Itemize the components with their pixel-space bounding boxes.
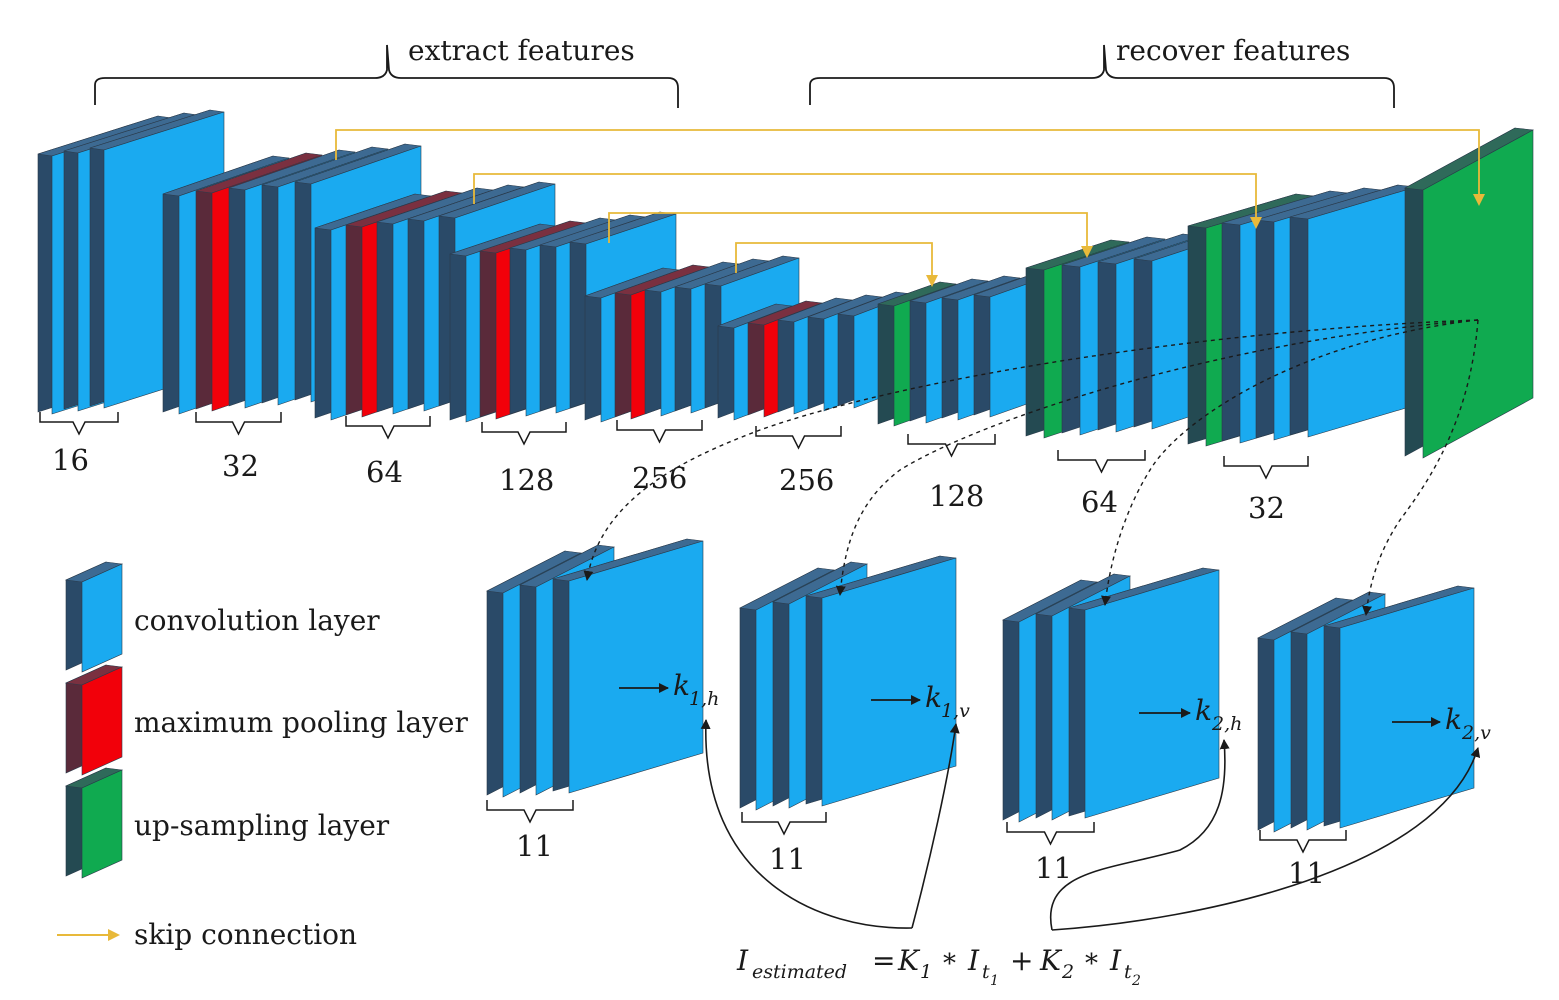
kernel-output-k1v: k 1,v [871, 681, 970, 722]
extract-features-heading: extract features [408, 34, 635, 67]
svg-text:1,h: 1,h [689, 688, 719, 710]
legend-pooling-label: maximum pooling layer [134, 706, 468, 739]
svg-text:2: 2 [1131, 973, 1141, 989]
kernel-1-layer-2-face [821, 557, 957, 807]
layer-8-3-face [1307, 186, 1417, 438]
svg-text:1: 1 [990, 973, 999, 989]
channel-label-128-up: 128 [929, 479, 984, 513]
svg-text:I: I [736, 944, 749, 977]
svg-text:t: t [982, 961, 990, 983]
svg-text:*: * [943, 949, 956, 979]
layer-8-3 [1289, 184, 1417, 438]
layer-9-0 [1404, 127, 1534, 459]
svg-text:t: t [1124, 961, 1132, 983]
kernel-1-layer-2 [805, 555, 957, 807]
svg-text:K: K [897, 944, 921, 977]
channel-bracket-10 [741, 812, 827, 836]
kernel-connector-4 [1362, 319, 1479, 616]
channel-label-256-down: 256 [632, 461, 687, 495]
kernel-connector-1 [583, 319, 1479, 581]
svg-text:estimated: estimated [752, 961, 847, 983]
legend-pooling-swatch [64, 664, 124, 776]
channel-bracket-0 [39, 412, 119, 436]
svg-text:K: K [1039, 944, 1063, 977]
svg-text:2,v: 2,v [1461, 722, 1491, 744]
legend-convolution-label: convolution layer [134, 604, 380, 637]
svg-text:k: k [1195, 694, 1212, 727]
svg-text:I: I [1109, 944, 1122, 977]
svg-text:k: k [673, 669, 690, 702]
channel-bracket-7 [1057, 450, 1146, 474]
skip-connection-2 [473, 173, 1262, 229]
svg-text:2,h: 2,h [1211, 713, 1242, 735]
channel-label-32: 32 [222, 449, 259, 483]
svg-text:1: 1 [920, 961, 932, 983]
kernel-channel-label-3: 11 [1035, 851, 1072, 885]
channel-bracket-4 [616, 420, 703, 444]
channel-bracket-5 [755, 426, 842, 450]
kernel-0-layer-2-face [568, 540, 704, 794]
channel-bracket-2 [345, 416, 431, 440]
svg-text:*: * [1085, 949, 1098, 979]
svg-text:k: k [925, 681, 942, 714]
legend-pooling-swatch-face [81, 666, 123, 776]
channel-label-16: 16 [52, 443, 89, 477]
channel-bracket-11 [1006, 822, 1095, 846]
svg-text:+: + [1010, 944, 1033, 977]
channel-bracket-8 [1223, 456, 1309, 480]
kernel-connector-2 [835, 319, 1479, 596]
legend-upsampling-swatch [64, 767, 124, 879]
legend-upsampling-label: up-sampling layer [134, 809, 390, 842]
channel-bracket-1 [195, 412, 282, 436]
channel-label-256-bottleneck: 256 [779, 463, 834, 497]
channel-brackets [39, 412, 1347, 854]
layer-9-0-face [1422, 129, 1534, 459]
skip-connection-4 [735, 242, 938, 287]
svg-text:I: I [967, 944, 980, 977]
kernel-branch-connectors [583, 319, 1479, 616]
kernel-0-layer-2 [552, 538, 704, 794]
channel-bracket-3 [481, 422, 567, 446]
kernel-2-layer-2-face [1084, 569, 1220, 819]
kernel-3-layer-2-face [1339, 587, 1475, 829]
legend-convolution-swatch [64, 561, 124, 673]
equation-links [700, 719, 1481, 931]
kernel-channel-label-1: 11 [516, 829, 553, 863]
legend-skip-label: skip connection [134, 918, 357, 951]
kernel-output-k2h: k 2,h [1139, 694, 1242, 735]
kernel-connector-3 [1101, 319, 1479, 606]
skip-connection-3 [608, 212, 1093, 258]
kernel-2-layer-2 [1068, 567, 1220, 819]
channel-bracket-9 [486, 800, 574, 824]
recover-features-brace [809, 44, 1395, 108]
legend-convolution-swatch-face [81, 563, 123, 673]
channel-label-128: 128 [499, 463, 554, 497]
channel-label-64-up: 64 [1081, 485, 1118, 519]
svg-text:k: k [1445, 703, 1462, 736]
skip-connection-1 [335, 129, 1485, 206]
svg-text:1,v: 1,v [941, 700, 970, 722]
skip-connections [335, 129, 1485, 287]
estimation-equation: I estimated = K 1 * I t 1 + K 2 * I t 2 [736, 944, 1141, 989]
kernel-3-layer-2 [1323, 585, 1475, 829]
channel-bracket-12 [1259, 830, 1347, 854]
kernel-channel-label-2: 11 [769, 842, 806, 876]
channel-label-64: 64 [366, 455, 403, 489]
network-layers [37, 109, 1534, 833]
recover-features-heading: recover features [1116, 34, 1350, 67]
svg-text:2: 2 [1061, 961, 1074, 983]
extract-features-brace [94, 44, 679, 108]
svg-text:=: = [872, 944, 895, 977]
legend-upsampling-swatch-face [81, 769, 123, 879]
legend: convolution layer maximum pooling layer … [57, 561, 468, 951]
kernel-output-k2v: k 2,v [1392, 703, 1491, 744]
kernel-output-k1h: k 1,h [619, 669, 719, 710]
channel-bracket-6 [907, 434, 996, 458]
channel-label-32-up: 32 [1248, 491, 1285, 525]
